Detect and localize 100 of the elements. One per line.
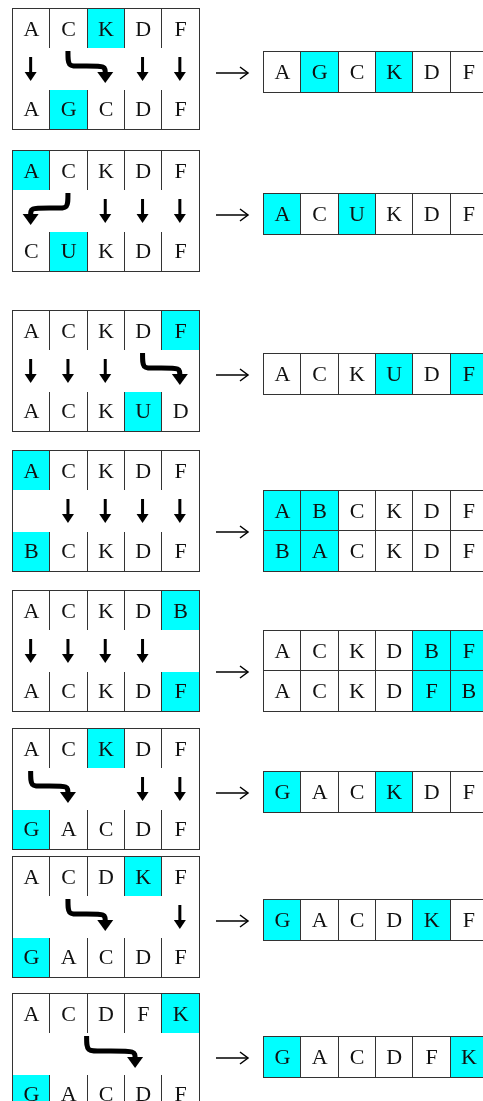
letter-tile: F xyxy=(161,936,200,978)
letter-tile: F xyxy=(161,808,200,850)
letter-tile: A xyxy=(12,450,51,492)
letter-tile: K xyxy=(337,353,377,395)
letter-tile: F xyxy=(161,1073,200,1101)
letter-tile: F xyxy=(449,51,483,93)
letter-tile: B xyxy=(412,630,451,672)
letter-tile: K xyxy=(374,530,414,572)
letter-tile: U xyxy=(337,193,377,235)
letter-tile: G xyxy=(263,771,302,813)
letter-tile: F xyxy=(161,8,200,50)
letter-tile: K xyxy=(374,193,414,235)
letter-tile: A xyxy=(49,808,89,850)
letter-tile: A xyxy=(263,51,302,93)
letter-tile: C xyxy=(300,630,340,672)
letter-tile: F xyxy=(161,670,200,712)
letter-tile: D xyxy=(374,1036,414,1078)
letter-tile: F xyxy=(412,670,451,712)
letter-tile: A xyxy=(49,936,89,978)
letter-tile: K xyxy=(161,993,200,1035)
letter-tile: F xyxy=(161,88,200,130)
letter-tile: F xyxy=(449,771,483,813)
letter-tile: C xyxy=(49,590,89,632)
letter-tile: A xyxy=(12,310,51,352)
letter-tile: C xyxy=(337,899,377,941)
letter-tile: D xyxy=(374,670,414,712)
letter-tile: D xyxy=(161,390,200,432)
letter-tile: C xyxy=(49,150,89,192)
letter-tile: B xyxy=(12,530,51,572)
letter-tile: C xyxy=(337,51,377,93)
letter-tile: K xyxy=(412,899,451,941)
letter-tile: C xyxy=(300,193,340,235)
letter-tile: C xyxy=(49,530,89,572)
letter-tile: A xyxy=(12,150,51,192)
letter-tile: A xyxy=(263,353,302,395)
letter-tile: D xyxy=(412,530,451,572)
letter-tile: F xyxy=(449,530,483,572)
letter-tile: D xyxy=(412,193,451,235)
letter-tile: A xyxy=(12,590,51,632)
letter-tile: C xyxy=(300,353,340,395)
letter-tile: A xyxy=(263,670,302,712)
letter-tile: B xyxy=(449,670,483,712)
letter-tile: A xyxy=(263,193,302,235)
letter-tile: A xyxy=(12,670,51,712)
letter-tile: K xyxy=(449,1036,483,1078)
letter-tile: C xyxy=(49,670,89,712)
letter-tile: D xyxy=(412,51,451,93)
letter-tile: A xyxy=(300,899,340,941)
letter-tile: A xyxy=(263,490,302,532)
letter-tile: U xyxy=(49,230,89,272)
letter-tile: B xyxy=(161,590,200,632)
letter-tile: G xyxy=(12,808,51,850)
letter-tile: D xyxy=(412,771,451,813)
letter-tile: U xyxy=(374,353,414,395)
letter-tile: G xyxy=(263,899,302,941)
letter-tile: C xyxy=(337,1036,377,1078)
letter-tile: A xyxy=(300,771,340,813)
letter-tile: F xyxy=(449,193,483,235)
letter-tile: D xyxy=(374,899,414,941)
letter-tile: F xyxy=(412,1036,451,1078)
letter-tile: K xyxy=(374,771,414,813)
letter-tile: A xyxy=(12,856,51,898)
letter-tile: C xyxy=(49,856,89,898)
letter-tile: C xyxy=(49,8,89,50)
letter-tile: A xyxy=(300,530,340,572)
letter-tile: B xyxy=(300,490,340,532)
letter-tile: K xyxy=(374,51,414,93)
letter-tile: A xyxy=(12,728,51,770)
letter-tile: A xyxy=(12,993,51,1035)
letter-tile: F xyxy=(449,353,483,395)
letter-tile: C xyxy=(49,993,89,1035)
letter-tile: A xyxy=(12,390,51,432)
letter-tile: K xyxy=(337,670,377,712)
letter-tile: C xyxy=(337,530,377,572)
letter-tile: G xyxy=(300,51,340,93)
letter-tile: F xyxy=(161,230,200,272)
letter-tile: F xyxy=(161,310,200,352)
letter-tile: F xyxy=(161,856,200,898)
letter-tile: F xyxy=(161,530,200,572)
letter-tile: A xyxy=(12,8,51,50)
letter-tile: G xyxy=(12,936,51,978)
letter-tile: G xyxy=(12,1073,51,1101)
letter-tile: D xyxy=(412,353,451,395)
letter-tile: C xyxy=(49,450,89,492)
letter-tile: F xyxy=(161,728,200,770)
letter-tile: F xyxy=(161,150,200,192)
letter-tile: A xyxy=(12,88,51,130)
letter-tile: F xyxy=(161,450,200,492)
letter-tile: G xyxy=(49,88,89,130)
letter-tile: D xyxy=(412,490,451,532)
letter-tile: A xyxy=(300,1036,340,1078)
letter-tile: C xyxy=(49,310,89,352)
letter-tile: C xyxy=(49,728,89,770)
letter-tile: F xyxy=(449,899,483,941)
letter-tile: C xyxy=(337,771,377,813)
letter-tile: B xyxy=(263,530,302,572)
letter-tile: A xyxy=(263,630,302,672)
letter-tile: G xyxy=(263,1036,302,1078)
letter-tile: C xyxy=(300,670,340,712)
letter-tile: C xyxy=(12,230,51,272)
